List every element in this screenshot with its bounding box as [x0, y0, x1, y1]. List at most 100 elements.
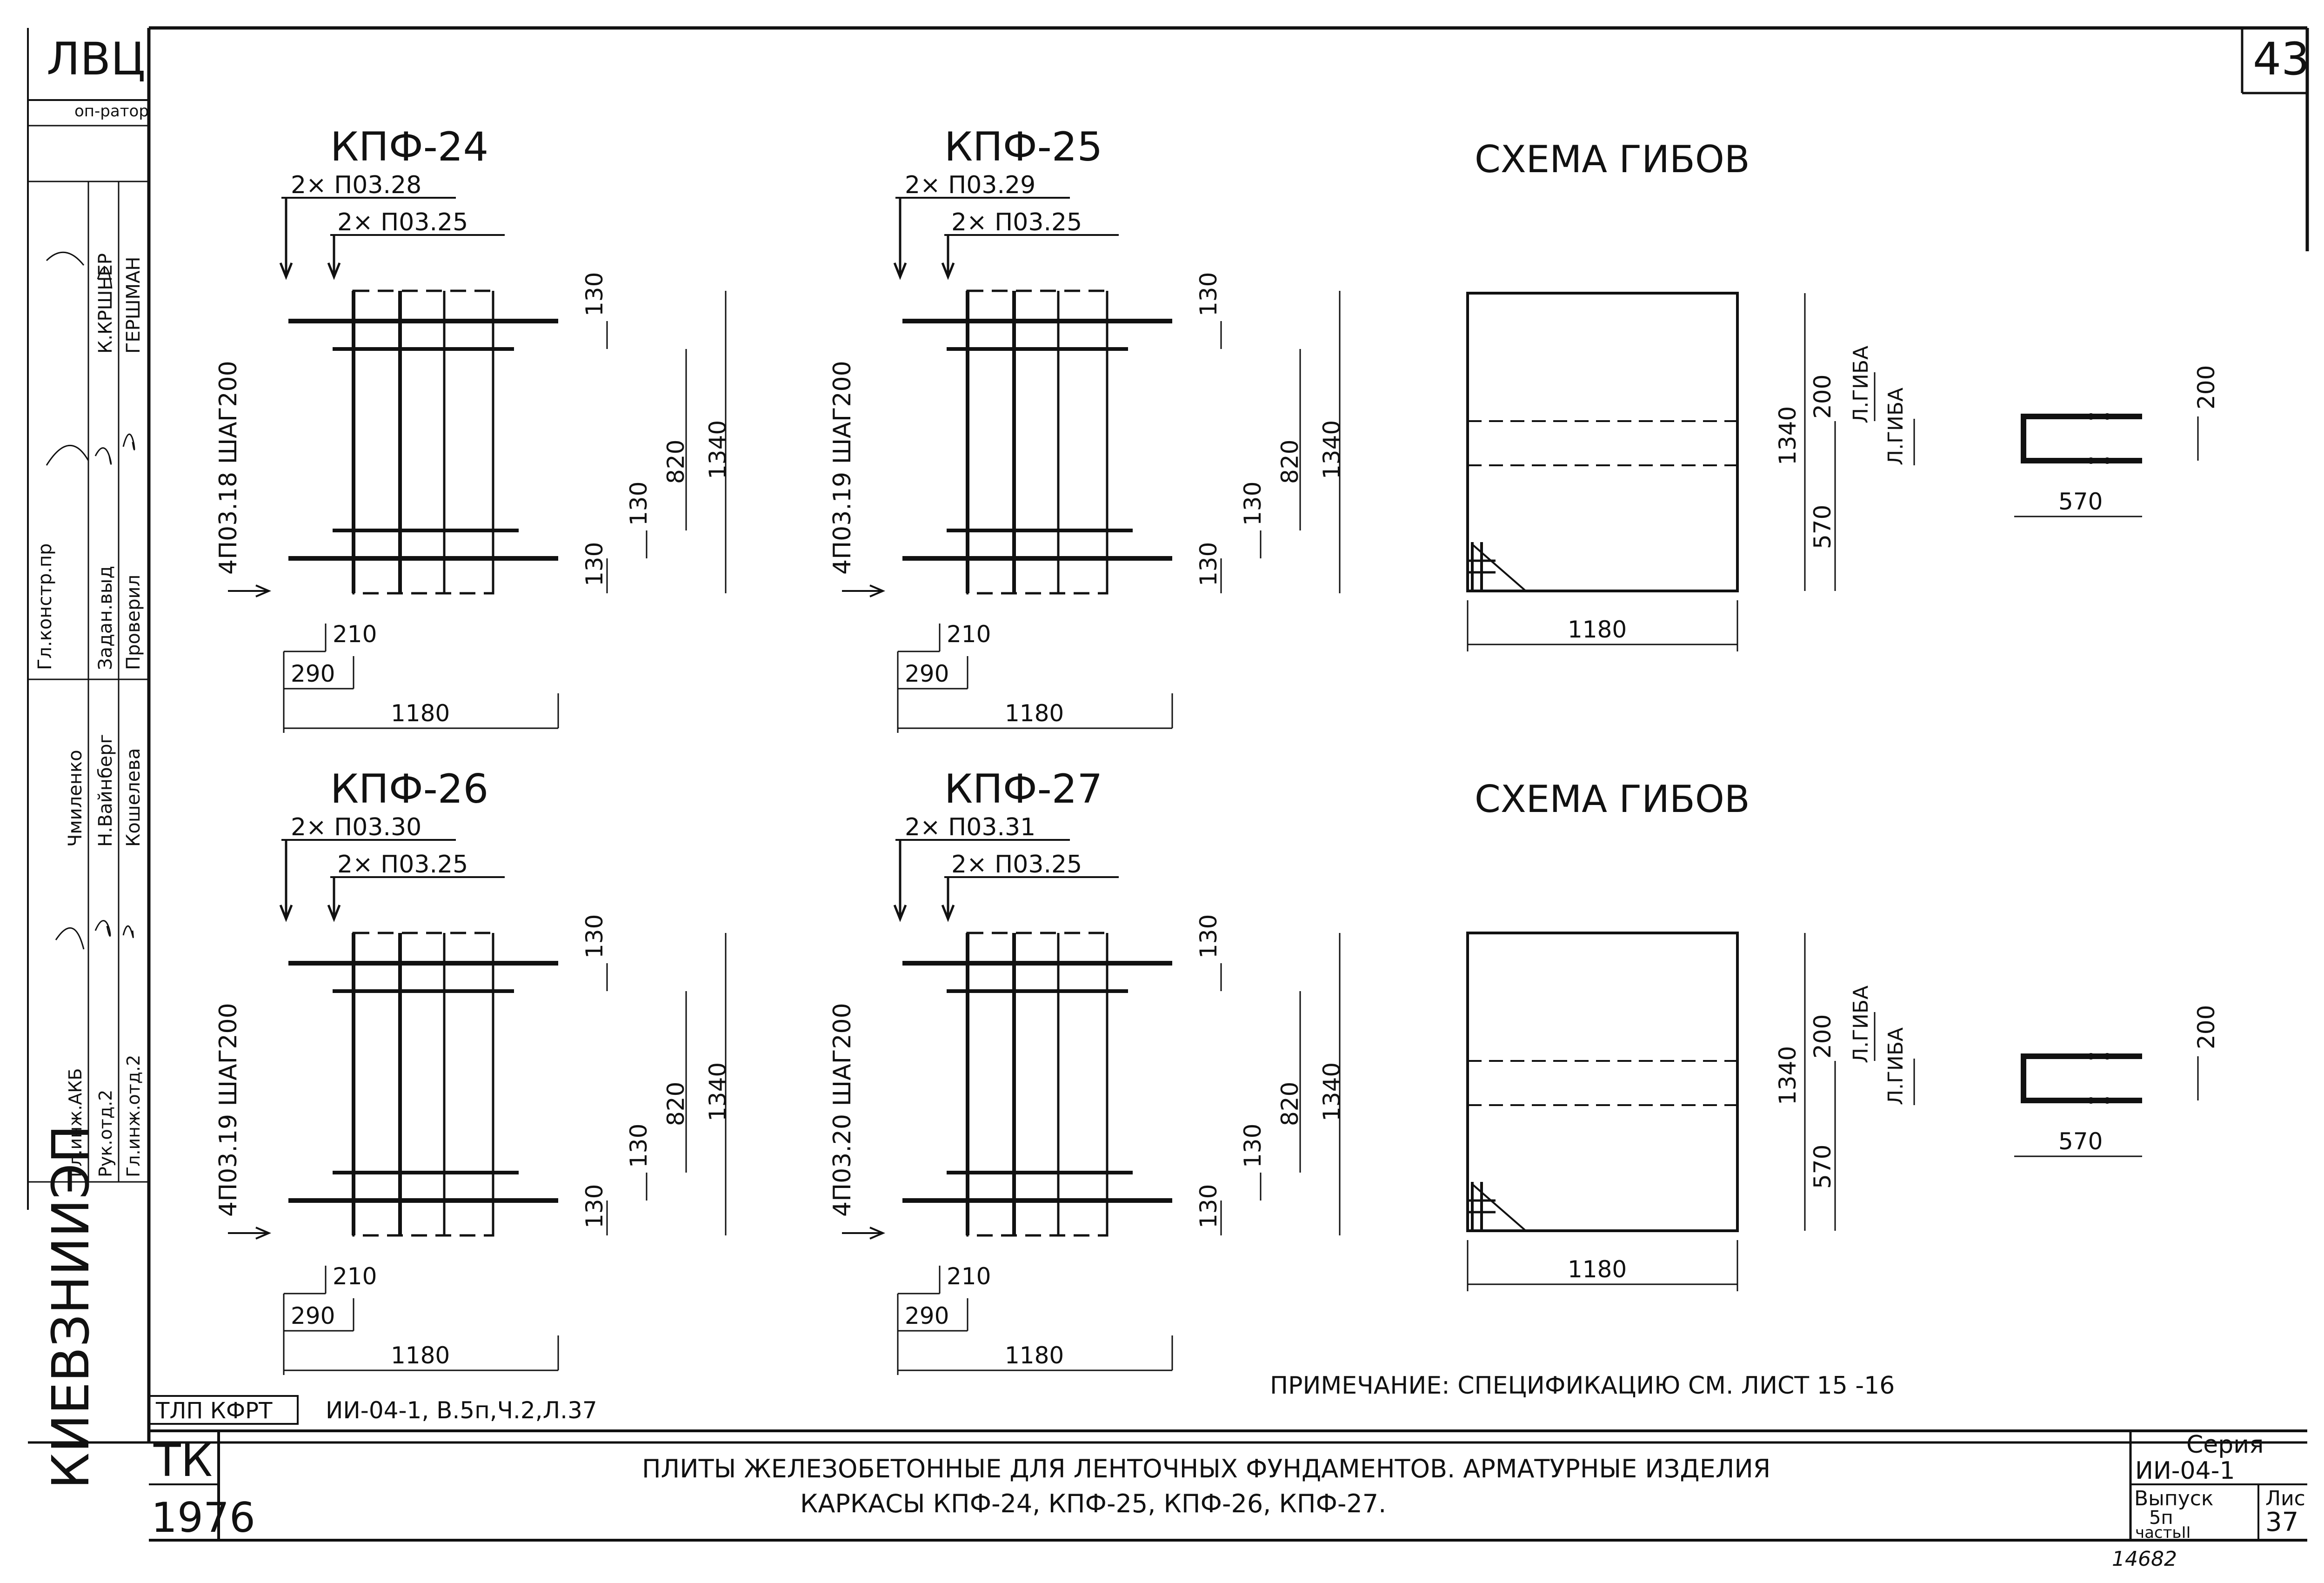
- arrow-head: [941, 262, 955, 280]
- stamp-name-4: Н.Вайнберг: [95, 734, 116, 847]
- bar-dot: [2088, 1053, 2094, 1060]
- title-line-2: КАРКАСЫ КПФ-24, КПФ-25, КПФ-26, КПФ-27.: [800, 1489, 1386, 1518]
- bar-dot: [2088, 413, 2094, 420]
- dim-w2: 290: [905, 1302, 949, 1329]
- arrow-head: [941, 905, 955, 922]
- arrow-head: [255, 1227, 272, 1240]
- scheme-title: СХЕМА ГИБОВ: [1475, 138, 1750, 181]
- stamp-role-6: Гл.инж.отд.2: [123, 1055, 144, 1177]
- mid-bar-label: 2× П03.25: [337, 208, 468, 236]
- dim-b: 820: [662, 1082, 689, 1126]
- stamp-role-1: Гл.констр.пр: [34, 543, 56, 670]
- frame-title: КПФ-25: [944, 124, 1102, 170]
- arrow-head: [327, 262, 341, 280]
- corner-org-mark: ЛВЦ: [27, 28, 149, 1210]
- dim-w1: 210: [333, 621, 377, 648]
- vertical-org-name: КИЕВЗНИИЭП: [41, 1125, 100, 1489]
- side-bar-label: 4П03.19 ШАГ200: [214, 1003, 242, 1217]
- stamp-role-3: Проверил: [123, 575, 144, 670]
- arrow-head: [869, 1227, 886, 1240]
- side-bar-label: 4П03.18 ШАГ200: [214, 361, 242, 575]
- dim-w2: 290: [291, 660, 335, 687]
- dim-w2: 290: [905, 660, 949, 687]
- scheme-upper: 200: [1809, 1014, 1836, 1059]
- bar-dot: [2104, 457, 2110, 464]
- dim-a: 130: [581, 272, 608, 316]
- title-line-1: ПЛИТЫ ЖЕЛЕЗОБЕТОННЫЕ ДЛЯ ЛЕНТОЧНЫХ ФУНДА…: [642, 1454, 1770, 1483]
- dim-total: 1340: [704, 420, 731, 479]
- drawing-line: [1471, 543, 1527, 592]
- dim-width: 1180: [1005, 1342, 1064, 1369]
- section-height: 200: [2193, 1005, 2220, 1049]
- frame-title: КПФ-26: [330, 766, 488, 812]
- side-bar-label: 4П03.20 ШАГ200: [828, 1003, 856, 1217]
- dim-b: 820: [1276, 1082, 1303, 1126]
- dim-a: 130: [581, 914, 608, 959]
- tk-label: ТК: [153, 1435, 213, 1487]
- dim-d: 130: [1195, 1184, 1222, 1228]
- frame-outline: [966, 289, 1109, 595]
- dim-b: 820: [662, 440, 689, 484]
- bar-dot: [2088, 1097, 2094, 1104]
- section-profile: [2021, 1053, 2142, 1103]
- stamp-name-5: Чмиленко: [65, 750, 86, 847]
- arrow-head: [893, 905, 907, 922]
- dim-c: 130: [625, 482, 652, 526]
- frame-title: КПФ-24: [330, 124, 488, 170]
- bar-dot: [2104, 413, 2110, 420]
- stamp-role-4: Гл.инж.АКБ: [65, 1068, 86, 1177]
- sheet-value: 37: [2265, 1507, 2298, 1537]
- left-stamp: оп-ратор Гл.констр.пр Задан.выд Проверил…: [28, 102, 149, 1489]
- section-profile: [2021, 414, 2142, 463]
- scheme-lower: 570: [1809, 505, 1836, 549]
- dim-w1: 210: [947, 621, 991, 648]
- series-value: ИИ-04-1: [2135, 1457, 2235, 1485]
- sheet-frame: [28, 26, 2309, 1444]
- dim-d: 130: [581, 542, 608, 586]
- dim-w1: 210: [947, 1263, 991, 1290]
- dim-c: 130: [1239, 1124, 1266, 1168]
- year-label: 1976: [151, 1494, 255, 1542]
- fold-line-label: Л.ГИБА: [1884, 388, 1908, 465]
- reference-text: ИИ-04-1, В.5п,Ч.2,Л.37: [326, 1397, 597, 1424]
- bar-dot: [2088, 457, 2094, 464]
- bar-dot: [2104, 1097, 2110, 1104]
- dim-width: 1180: [391, 1342, 450, 1369]
- stamp-name-1: К.КРШНЕР: [95, 253, 116, 354]
- dim-a: 130: [1195, 272, 1222, 316]
- frame-outline: [352, 289, 494, 595]
- dim-width: 1180: [1005, 700, 1064, 727]
- scheme-lower: 570: [1809, 1145, 1836, 1189]
- bend-scheme-2: СХЕМА ГИБОВ1340200570Л.ГИБАЛ.ГИБА1180200…: [1466, 778, 2220, 1291]
- section-width: 570: [2058, 1128, 2103, 1155]
- mid-bar-label: 2× П03.25: [337, 851, 468, 879]
- dim-b: 820: [1276, 440, 1303, 484]
- dim-w2: 290: [291, 1302, 335, 1329]
- arrow-head: [279, 262, 293, 280]
- stamp-name-3: Кошелева: [123, 748, 144, 847]
- part-value: частьII: [2135, 1523, 2191, 1542]
- top-bar-label: 2× П03.28: [291, 171, 421, 199]
- bar-dot: [2104, 1053, 2110, 1060]
- sheet-outline: [1466, 932, 1739, 1232]
- fold-line-label: Л.ГИБА: [1849, 346, 1873, 423]
- dim-a: 130: [1195, 914, 1222, 959]
- bend-schemes: СХЕМА ГИБОВ 1340 200 570 Л.ГИБА Л.ГИБА 1180 200…: [1466, 138, 2220, 1291]
- scheme-upper: 200: [1809, 375, 1836, 419]
- stamp-signatures: [46, 251, 135, 950]
- section-height: 200: [2193, 365, 2220, 409]
- bend-scheme-1: СХЕМА ГИБОВ1340200570Л.ГИБАЛ.ГИБА1180200…: [1466, 138, 2220, 651]
- arrow-head: [255, 584, 272, 597]
- sheet-outline: [1466, 292, 1739, 592]
- stamp-role-2: Задан.выд: [95, 566, 116, 670]
- scheme-width: 1180: [1568, 1256, 1627, 1283]
- dim-d: 130: [581, 1184, 608, 1228]
- specification-note: ПРИМЕЧАНИЕ: СПЕЦИФИКАЦИЮ СМ. ЛИСТ 15 -16: [1270, 1372, 1895, 1400]
- stamp-operator: оп-ратор: [74, 102, 149, 121]
- arrow-head: [327, 905, 341, 922]
- frame-outline: [966, 932, 1109, 1237]
- scheme-height: 1340: [1774, 1046, 1801, 1105]
- org-label: ЛВЦ: [47, 33, 146, 85]
